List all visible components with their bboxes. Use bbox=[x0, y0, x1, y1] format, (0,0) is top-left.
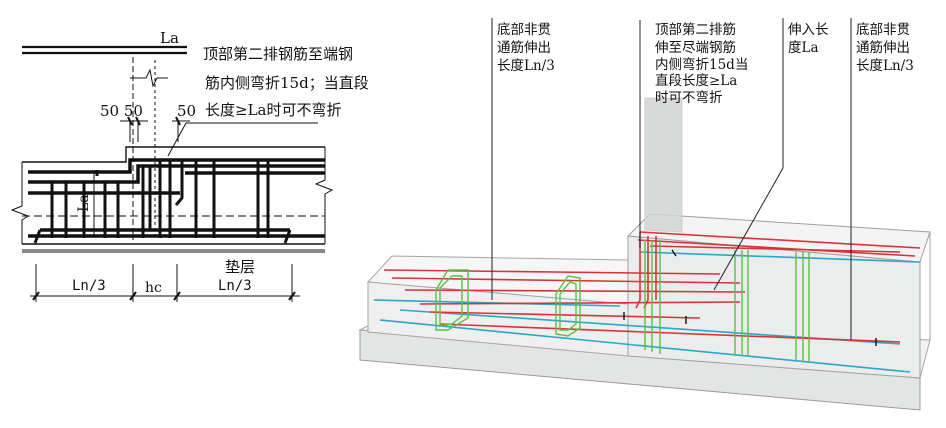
callout-b-4: 直段长度≥La bbox=[655, 73, 737, 89]
callout-a-3: 长度Ln/3 bbox=[497, 58, 555, 74]
dim-50-right: 50 bbox=[177, 102, 196, 120]
callout-b-2: 伸至尽端钢筋 bbox=[655, 39, 736, 56]
la-side-label: La bbox=[76, 194, 92, 212]
ln3-right-label: Ln/3 bbox=[218, 278, 252, 294]
ln3-left-label: Ln/3 bbox=[72, 278, 106, 294]
callout-a-2: 通筋伸出 bbox=[497, 39, 551, 56]
section-drawing: La 顶部第二排钢筋至端钢 筋内侧弯折15d；当直段 长度≥La时可不弯折 50… bbox=[10, 29, 369, 302]
la-top-label: La bbox=[160, 29, 179, 47]
callout-c-2: 度La bbox=[788, 40, 819, 56]
isometric-view: 底部非贯 通筋伸出 长度Ln/3 顶部第二排筋 伸至尽端钢筋 内侧弯折15d当 … bbox=[358, 18, 931, 411]
callout-d-1: 底部非贯 bbox=[856, 22, 910, 38]
hc-label: hc bbox=[145, 280, 162, 296]
callout-b-1: 顶部第二排筋 bbox=[655, 21, 736, 38]
callout-d-3: 长度Ln/3 bbox=[856, 58, 914, 74]
cushion-label: 垫层 bbox=[225, 258, 255, 276]
callout-b-5: 时可不弯折 bbox=[655, 89, 723, 106]
note-line-3: 长度≥La时可不弯折 bbox=[205, 101, 341, 119]
callout-a-1: 底部非贯 bbox=[497, 22, 551, 38]
dim-50-left: 50 50 bbox=[100, 102, 143, 120]
note-line-1: 顶部第二排钢筋至端钢 bbox=[203, 45, 353, 63]
callout-c-1: 伸入长 bbox=[788, 22, 829, 38]
callout-d-2: 通筋伸出 bbox=[856, 39, 910, 56]
note-line-2: 筋内侧弯折15d；当直段 bbox=[205, 74, 369, 92]
callout-b-3: 内侧弯折15d当 bbox=[655, 56, 748, 73]
